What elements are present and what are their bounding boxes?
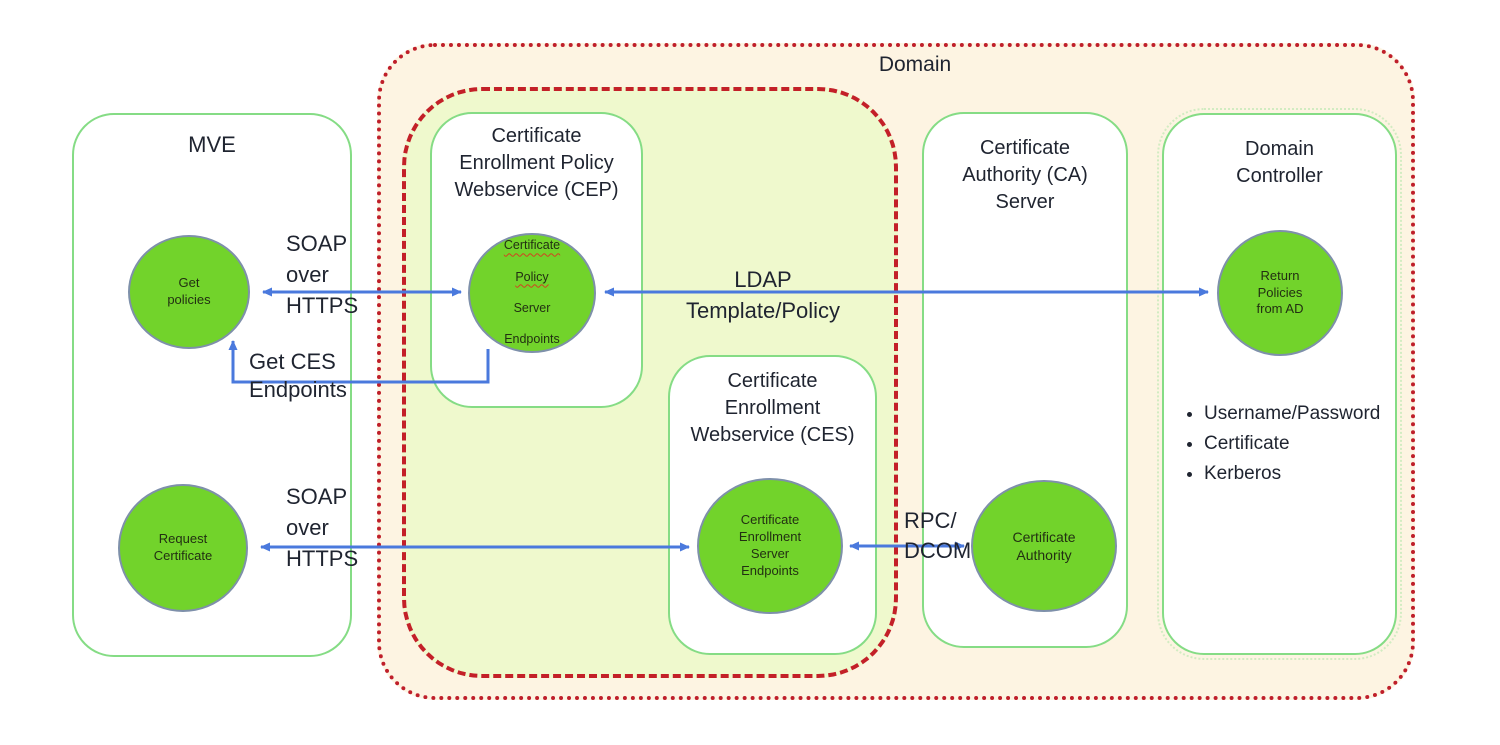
cep-word-endpoints: Endpoints (504, 332, 560, 347)
dc-auth-methods-list: Username/Password Certificate Kerberos (1178, 399, 1380, 489)
ldap-template-policy-label: LDAP Template/Policy (685, 267, 841, 323)
ca-server-box: Certificate Authority (CA) Server (922, 112, 1128, 648)
ces-title: Certificate Enrollment Webservice (CES) (690, 370, 855, 446)
get-policies-circle: Get policies (128, 235, 250, 349)
soap-https-top-label: SOAP over HTTPS (286, 231, 359, 318)
get-ces-endpoints-label: Get CES Endpoints (249, 349, 347, 402)
domain-controller-title: Domain Controller (1236, 138, 1323, 187)
ca-server-title: Certificate Authority (CA) Server (962, 137, 1088, 213)
cep-word-server: Server (513, 300, 551, 315)
certificate-authority-circle: Certificate Authority (971, 480, 1117, 612)
cep-word-policy: Policy (515, 269, 549, 284)
cep-endpoints-circle: Certificate Policy Server Endpoints (468, 233, 596, 353)
cep-word-certificate: Certificate (503, 238, 561, 253)
domain-label: Domain (878, 53, 952, 76)
auth-method-item: Certificate (1204, 429, 1380, 459)
rpc-dcom-label: RPC/ DCOM (904, 508, 972, 563)
domain-controller-box: Domain Controller Username/Password Cert… (1157, 108, 1402, 660)
auth-method-item: Kerberos (1204, 459, 1380, 489)
mve-title: MVE (188, 132, 236, 157)
cep-title: Certificate Enrollment Policy Webservice… (454, 125, 619, 201)
soap-https-bottom-label: SOAP over HTTPS (286, 484, 359, 571)
cep-endpoints-text: Certificate Policy Server Endpoints (504, 223, 560, 364)
ces-endpoints-circle: Certificate Enrollment Server Endpoints (697, 478, 843, 614)
mve-box: MVE (72, 113, 352, 657)
return-policies-circle: Return Policies from AD (1217, 230, 1343, 356)
auth-method-item: Username/Password (1204, 399, 1380, 429)
request-certificate-circle: Request Certificate (118, 484, 248, 612)
